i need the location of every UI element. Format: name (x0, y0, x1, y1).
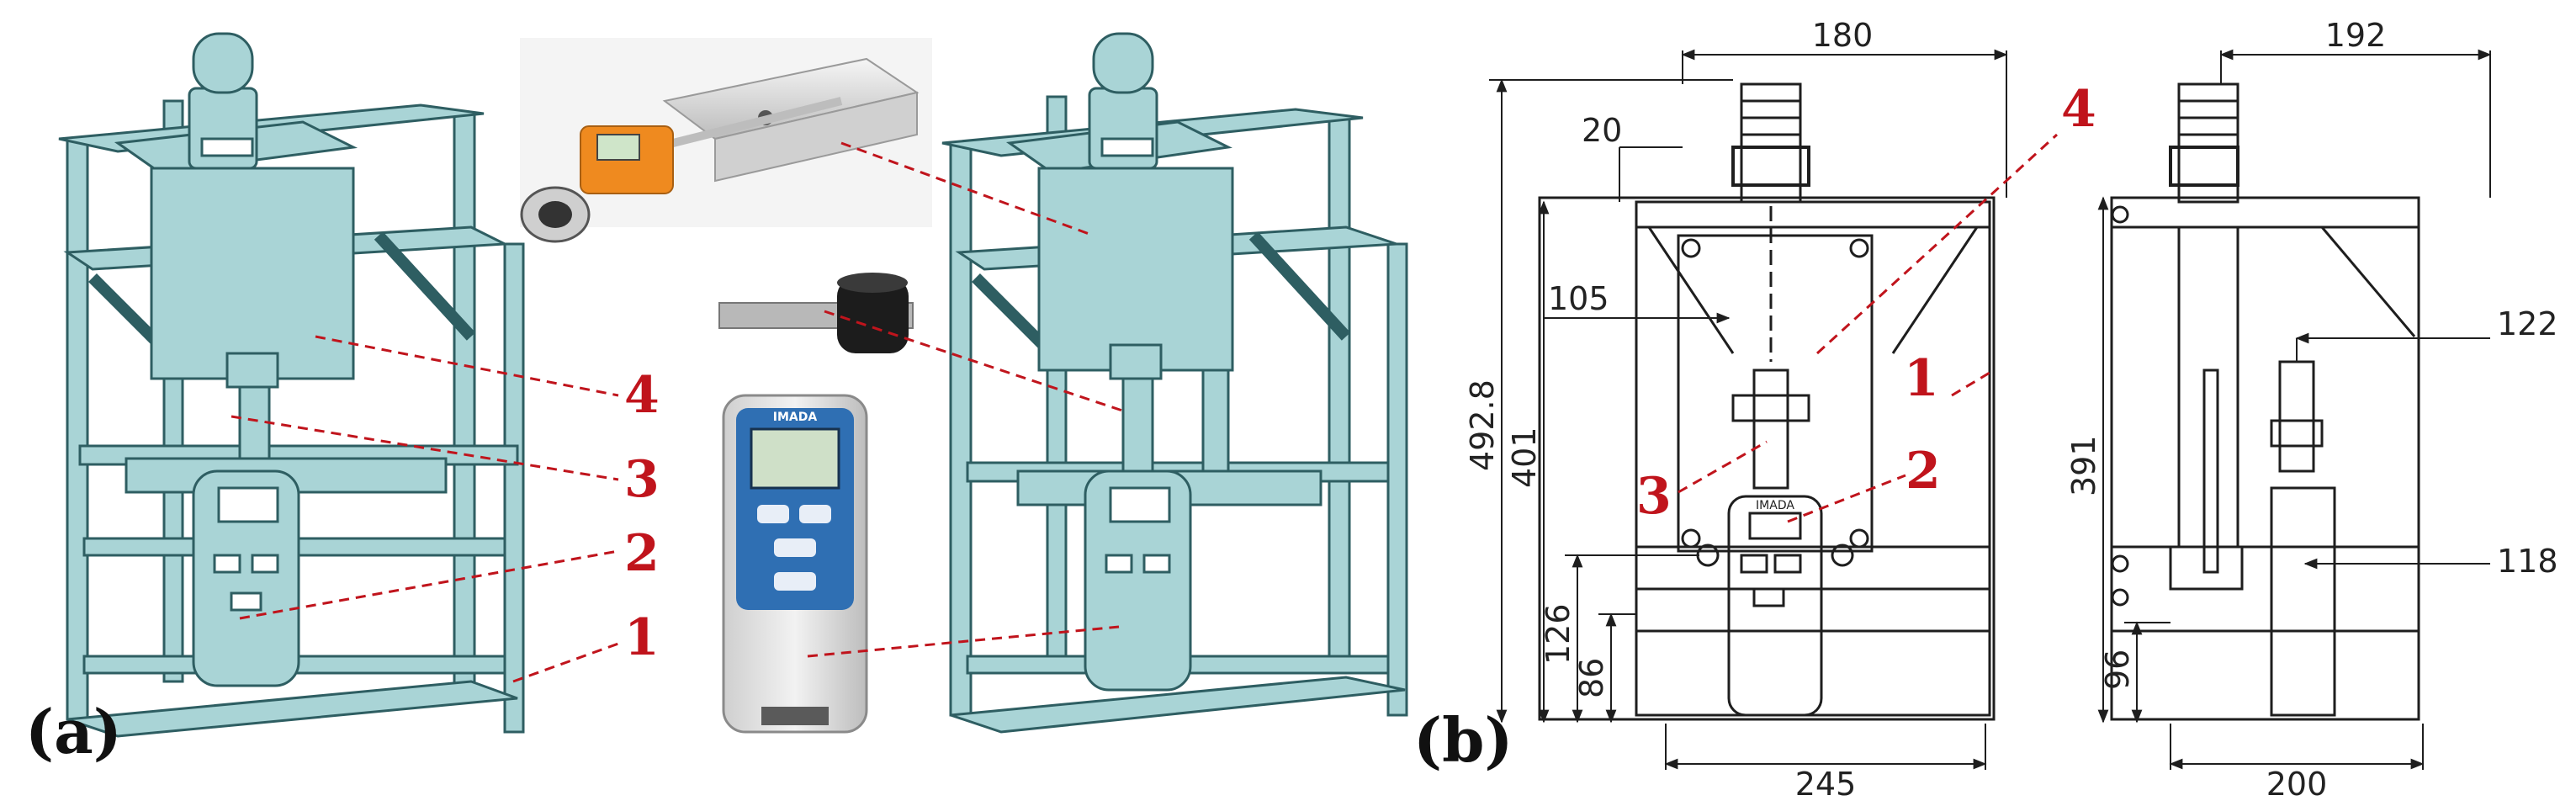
dim-front-height-total: 492.8 (1464, 379, 1501, 471)
gauge-brand-label: IMADA (773, 411, 818, 424)
leader-lines-b (1678, 133, 2059, 523)
dim-side-height: 391 (2065, 435, 2102, 496)
panel-label-b: (b) (1413, 704, 1513, 776)
callout-a-4: 4 (624, 366, 660, 425)
side-view-drawing (2110, 82, 2420, 721)
dim-side-right-upper: 122 (2497, 305, 2558, 342)
rubber-damper-photo (718, 273, 914, 353)
dim-side-right-lower: 118 (2497, 543, 2558, 580)
callout-a-2: 2 (624, 524, 660, 583)
dim-front-height-base: 86 (1573, 658, 1610, 698)
dim-side-width-top: 192 (2325, 17, 2387, 54)
force-gauge-photo: IMADA (722, 394, 868, 734)
dim-front-height-frame: 401 (1506, 427, 1543, 488)
linear-stage-photo (520, 38, 932, 243)
callout-a-1: 1 (624, 608, 660, 667)
side-view-dimensions (2097, 49, 2492, 770)
dim-side-width-bottom: 200 (2266, 766, 2328, 803)
panel-label-a: (a) (25, 696, 122, 767)
callout-a-3: 3 (624, 450, 660, 509)
callout-b-4: 4 (2061, 80, 2096, 139)
dim-front-offset-top: 20 (1582, 112, 1622, 149)
dim-front-offset-mid: 105 (1548, 280, 1609, 317)
front-view-drawing (1538, 82, 1996, 721)
front-view-dimensions (1489, 49, 2008, 770)
dim-front-height-low: 126 (1540, 603, 1577, 665)
leader-lines-a (231, 141, 1128, 683)
gauge-brand-cad: IMADA (1756, 499, 1794, 512)
cad-model-right (941, 32, 1408, 734)
callout-b-3: 3 (1636, 467, 1672, 526)
cad-model-left (58, 32, 525, 738)
callout-b-2: 2 (1905, 442, 1941, 501)
callout-b-1: 1 (1904, 349, 1939, 408)
dim-front-width-top: 180 (1812, 17, 1874, 54)
dim-front-width-bottom: 245 (1795, 766, 1857, 803)
dim-side-height-low: 96 (2099, 650, 2136, 690)
